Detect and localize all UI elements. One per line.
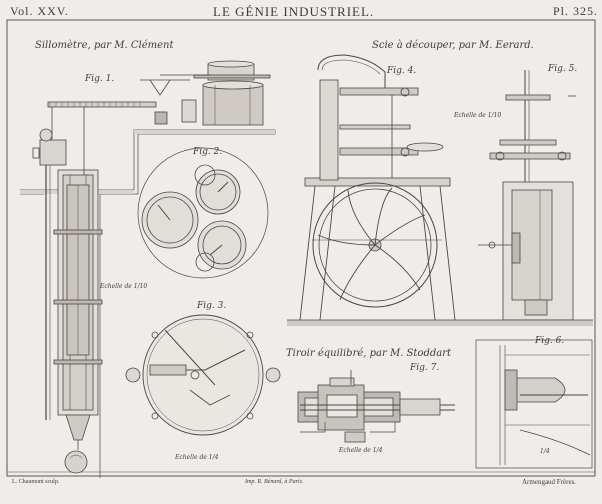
section-title-eerard: Scie à découper, par M. Eerard. <box>372 40 534 51</box>
scale-note-fig4: Echelle de 1/10 <box>454 112 502 119</box>
volume-label: Vol. XXV. <box>10 4 69 18</box>
fig4-label: Fig. 4. <box>387 66 417 76</box>
fig5-label: Fig. 5. <box>548 64 578 74</box>
fig7-valve <box>297 370 455 443</box>
scale-note-fig6: 1/4 <box>540 448 550 455</box>
fig3-label: Fig. 3. <box>197 301 227 311</box>
fig6-label: Fig. 6. <box>535 336 565 346</box>
scale-note-fig1: Echelle de 1/10 <box>100 283 148 290</box>
fig1-label: Fig. 1. <box>85 74 115 84</box>
fig1-sillometer <box>20 60 276 478</box>
scale-note-fig3: Echelle de 1/4 <box>175 454 219 461</box>
printer-credit: Imp. R. Bénard, à Paris. <box>245 479 304 485</box>
fig7-label: Fig. 7. <box>410 363 440 373</box>
publisher-credit: Armengaud Frères. <box>522 478 577 486</box>
plate-number: Pl. 325. <box>553 4 599 18</box>
section-title-stoddart: Tiroir équilibré, par M. Stoddart <box>286 348 452 359</box>
fig5-spindle <box>478 70 576 321</box>
section-title-clement: Sillomètre, par M. Clément <box>35 40 174 51</box>
fig3-mechanism <box>125 314 281 436</box>
fig2-dials <box>137 147 269 279</box>
fig6-detail <box>475 339 593 469</box>
scale-note-fig7: Echelle de 1/4 <box>339 447 383 454</box>
fig2-label: Fig. 2. <box>193 147 223 157</box>
fig4-fretsaw <box>299 54 456 321</box>
plate-border <box>6 19 596 477</box>
floor-slab <box>287 320 593 326</box>
plate-title: LE GÉNIE INDUSTRIEL. <box>213 4 375 19</box>
engraver-credit: L. Chaumont sculp. <box>12 479 60 485</box>
